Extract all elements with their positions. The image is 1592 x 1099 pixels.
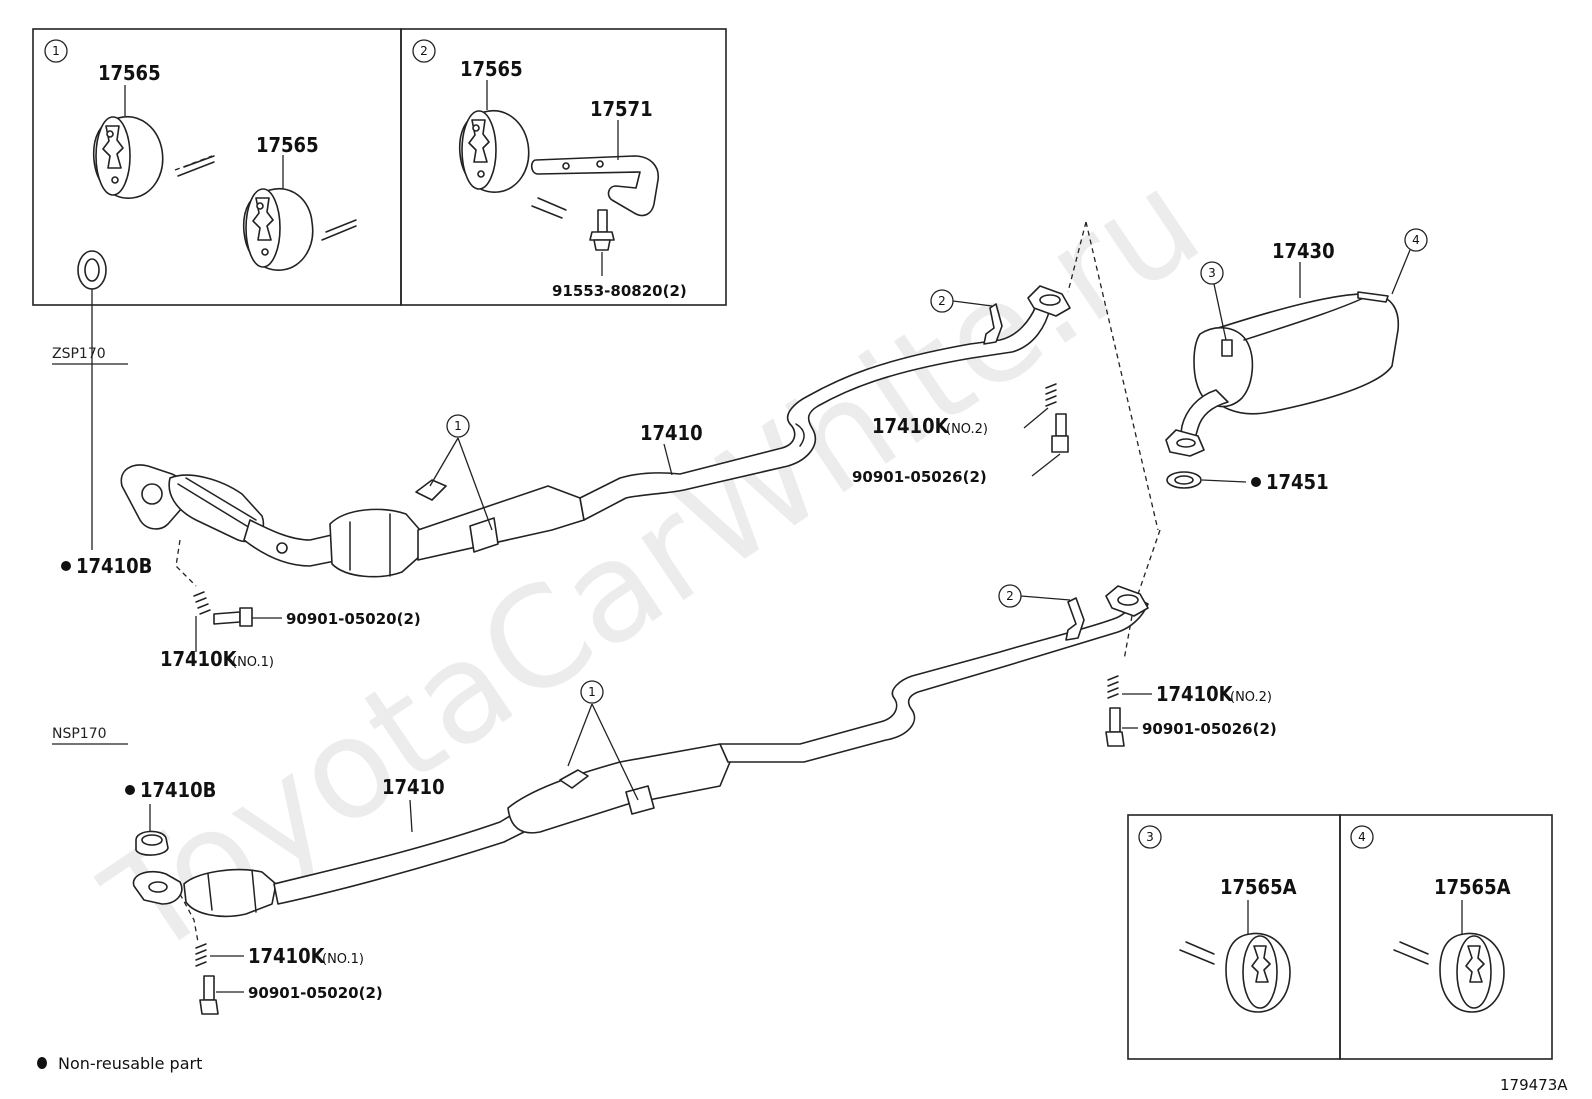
front-pipe-17410-upper xyxy=(120,285,1071,578)
legend-text: Non-reusable part xyxy=(58,1054,202,1073)
label-17565-box1-b: 17565 xyxy=(256,133,319,157)
label-90901-05020-upper: 90901-05020(2) xyxy=(286,610,421,628)
label-17451: 17451 xyxy=(1266,470,1329,494)
label-17430: 17430 xyxy=(1272,239,1335,263)
label-90901-05026-upper: 90901-05026(2) xyxy=(852,468,987,486)
svg-text:3: 3 xyxy=(1208,266,1216,280)
label-17410k-upper-front: 17410K xyxy=(160,647,238,671)
svg-text:1: 1 xyxy=(454,419,462,433)
rubber-hanger-17565a-box4 xyxy=(1439,932,1505,1013)
label-17565-box1-a: 17565 xyxy=(98,61,161,85)
gasket-17410b-lower xyxy=(135,830,169,856)
rubber-hanger-17565a-box3 xyxy=(1225,932,1291,1013)
callout-ref-upper-1: 1 xyxy=(446,414,470,438)
callout-ref-4: 4 xyxy=(1404,228,1428,252)
rubber-hanger-17565-a xyxy=(92,115,164,199)
label-17565a-box4: 17565A xyxy=(1434,875,1511,899)
muffler-17430 xyxy=(1165,291,1400,457)
svg-text:2: 2 xyxy=(938,294,946,308)
bolt-90901-05020-lower xyxy=(199,975,219,1015)
svg-text:4: 4 xyxy=(1358,830,1366,844)
gasket-ring-17451 xyxy=(1166,471,1202,489)
svg-text:4: 4 xyxy=(1412,233,1420,247)
detail-ref-2: 2 xyxy=(412,39,436,63)
label-17410k-upper-front-note: (NO.1) xyxy=(232,655,274,670)
svg-text:2: 2 xyxy=(1006,589,1014,603)
svg-text:2: 2 xyxy=(420,44,428,58)
rubber-hanger-17565-c xyxy=(458,109,530,193)
label-17410k-lower-rear-note: (NO.2) xyxy=(1230,690,1272,705)
callout-ref-3: 3 xyxy=(1200,261,1224,285)
bolt-90901-05026-lower xyxy=(1105,707,1125,747)
label-17410k-lower-rear: 17410K xyxy=(1156,682,1234,706)
label-17410b-lower: 17410B xyxy=(140,778,216,802)
rubber-hanger-17565-b xyxy=(242,187,314,271)
label-17410k-upper-rear-note: (NO.2) xyxy=(946,422,988,437)
label-17565-box2: 17565 xyxy=(460,57,523,81)
callout-ref-lower-1: 1 xyxy=(580,680,604,704)
label-17571: 17571 xyxy=(590,97,653,121)
bolt-90901-05020-upper xyxy=(213,607,253,627)
figure-code: 179473A xyxy=(1500,1076,1568,1094)
detail-box-2 xyxy=(400,28,727,306)
detail-ref-1: 1 xyxy=(44,39,68,63)
gasket-17410b-upper xyxy=(77,250,107,290)
detail-box-4 xyxy=(1339,814,1553,1060)
callout-ref-upper-2: 2 xyxy=(930,289,954,313)
label-17410k-lower-front: 17410K xyxy=(248,944,326,968)
label-17565a-box3: 17565A xyxy=(1220,875,1297,899)
variant-label-lower: NSP170 xyxy=(52,726,107,742)
label-90901-05026-lower: 90901-05026(2) xyxy=(1142,720,1277,738)
detail-box-3 xyxy=(1127,814,1341,1060)
label-17410b-upper: 17410B xyxy=(76,554,152,578)
variant-label-upper: ZSP170 xyxy=(52,346,106,362)
label-91553-80820: 91553-80820(2) xyxy=(552,282,687,300)
bracket-17571 xyxy=(530,155,659,217)
front-pipe-17410-lower xyxy=(132,585,1149,918)
spring-17410k-lower-rear xyxy=(1107,675,1119,699)
svg-text:1: 1 xyxy=(588,685,596,699)
detail-ref-4: 4 xyxy=(1350,825,1374,849)
label-17410k-lower-front-note: (NO.1) xyxy=(322,952,364,967)
detail-ref-3: 3 xyxy=(1138,825,1162,849)
label-90901-05020-lower: 90901-05020(2) xyxy=(248,984,383,1002)
label-17410-lower: 17410 xyxy=(382,775,445,799)
spring-17410k-upper-front xyxy=(193,591,211,615)
label-17410k-upper-rear: 17410K xyxy=(872,414,950,438)
spring-17410k-upper-rear xyxy=(1045,383,1057,407)
svg-text:1: 1 xyxy=(52,44,60,58)
svg-text:3: 3 xyxy=(1146,830,1154,844)
bolt-91553-80820 xyxy=(589,209,615,251)
bolt-90901-05026-upper xyxy=(1051,413,1069,453)
label-17410-upper: 17410 xyxy=(640,421,703,445)
callout-ref-lower-2: 2 xyxy=(998,584,1022,608)
spring-17410k-lower-front xyxy=(195,943,207,967)
watermark: ToyotaCarWhite.ru xyxy=(78,140,1228,988)
